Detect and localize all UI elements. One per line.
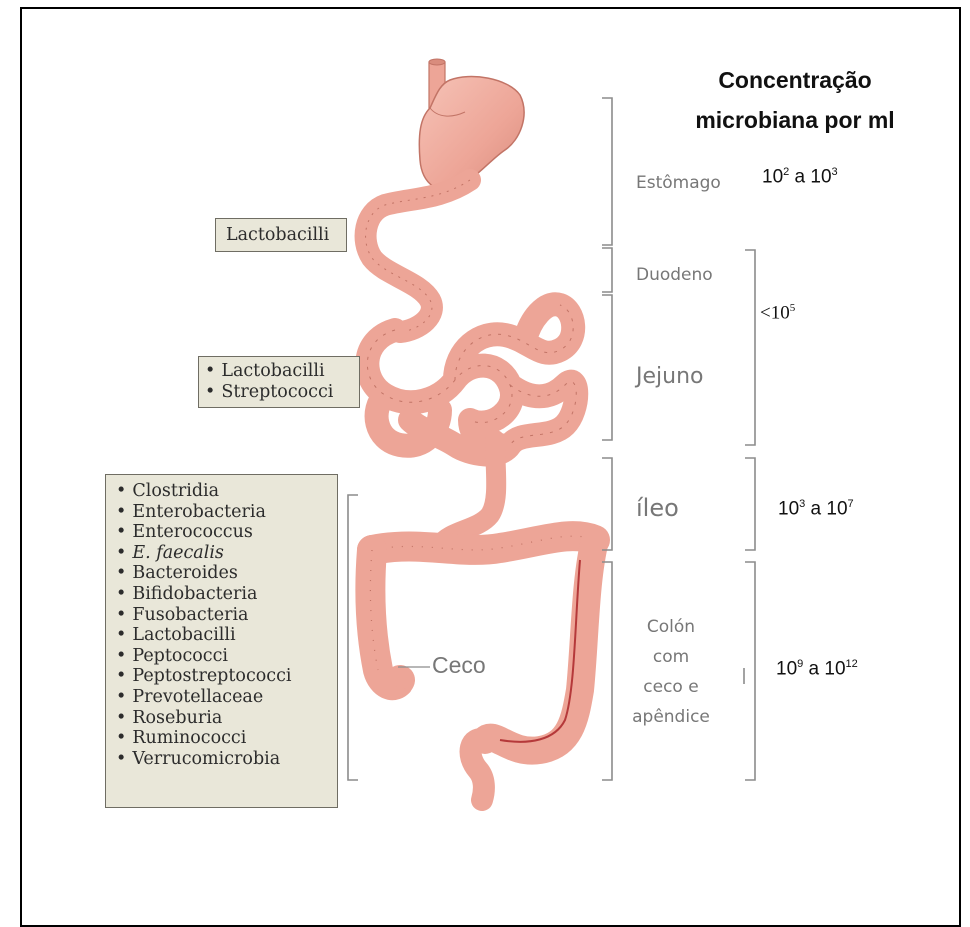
bacteria-item: Bacteroides xyxy=(116,563,337,584)
bacteria-item: Enterobacteria xyxy=(116,502,337,523)
transverse-colon xyxy=(372,536,595,550)
colon-bacteria-box: Clostridia Enterobacteria Enterococcus E… xyxy=(105,474,338,808)
conc-exponent: 5 xyxy=(790,302,796,314)
conc-base: 10 xyxy=(762,166,783,187)
conc-base: 10 xyxy=(826,498,847,519)
colon-list-bracket xyxy=(348,495,358,780)
bacteria-item: Peptostreptococci xyxy=(116,666,337,687)
bacteria-item: Enterococcus xyxy=(116,522,337,543)
cecum-label: Ceco xyxy=(432,652,486,679)
concentration-duodenum-jejunum: <105 xyxy=(760,302,795,324)
title-line-1: Concentração xyxy=(650,60,940,100)
conc-base: 10 xyxy=(810,166,831,187)
conc-separator: a xyxy=(803,658,824,679)
duodenum-shape xyxy=(366,180,470,332)
conc-separator: a xyxy=(789,166,810,187)
conc-exponent: 3 xyxy=(832,166,838,178)
concentration-colon: 109 a 1012 xyxy=(776,658,858,680)
colon-line: apêndice xyxy=(626,702,716,732)
colon-line: Colón xyxy=(626,612,716,642)
segment-ileum: íleo xyxy=(636,494,679,522)
bacteria-item: Roseburia xyxy=(116,708,337,729)
bacteria-item: Lactobacilli xyxy=(116,625,337,646)
segment-stomach: Estômago xyxy=(636,173,721,193)
stomach-bacteria-box: Lactobacilli xyxy=(215,218,347,252)
conc-base: 10 xyxy=(824,658,845,679)
bacteria-item: Verrucomicrobia xyxy=(116,749,337,770)
concentration-ileum: 103 a 107 xyxy=(778,498,854,520)
title-line-2: microbiana por ml xyxy=(650,100,940,140)
bacteria-label: Lactobacilli xyxy=(226,225,329,245)
conc-exponent: 12 xyxy=(846,658,858,670)
bacteria-item: Peptococci xyxy=(116,646,337,667)
colon-line: ceco e xyxy=(626,672,716,702)
conc-exponent: 7 xyxy=(848,498,854,510)
conc-base: 10 xyxy=(776,658,797,679)
segment-jejunum: Jejuno xyxy=(636,364,703,389)
segment-colon: Colón com ceco e apêndice xyxy=(626,612,716,732)
small-intestine-loops xyxy=(367,304,576,454)
bacteria-item: Lactobacilli xyxy=(205,361,359,382)
bacteria-item-italic: E. faecalis xyxy=(132,543,224,563)
small-intestine-bacteria-box: Lactobacilli Streptococci xyxy=(198,356,360,408)
bacteria-item: Prevotellaceae xyxy=(116,687,337,708)
concentration-title: Concentração microbiana por ml xyxy=(650,60,940,140)
bacteria-item: Streptococci xyxy=(205,382,359,403)
concentration-stomach: 102 a 103 xyxy=(762,166,838,188)
segment-duodenum: Duodeno xyxy=(636,265,713,285)
bacteria-item: E. faecalis xyxy=(116,543,337,564)
bacteria-item: Ruminococci xyxy=(116,728,337,749)
rectum xyxy=(471,739,485,800)
conc-separator: a xyxy=(805,498,826,519)
bacteria-item: Fusobacteria xyxy=(116,605,337,626)
conc-base: 10 xyxy=(778,498,799,519)
ascending-colon xyxy=(370,550,400,685)
colon-line: com xyxy=(626,642,716,672)
bacteria-item: Bifidobacteria xyxy=(116,584,337,605)
conc-base: <10 xyxy=(760,302,790,323)
bacteria-item: Clostridia xyxy=(116,481,337,502)
